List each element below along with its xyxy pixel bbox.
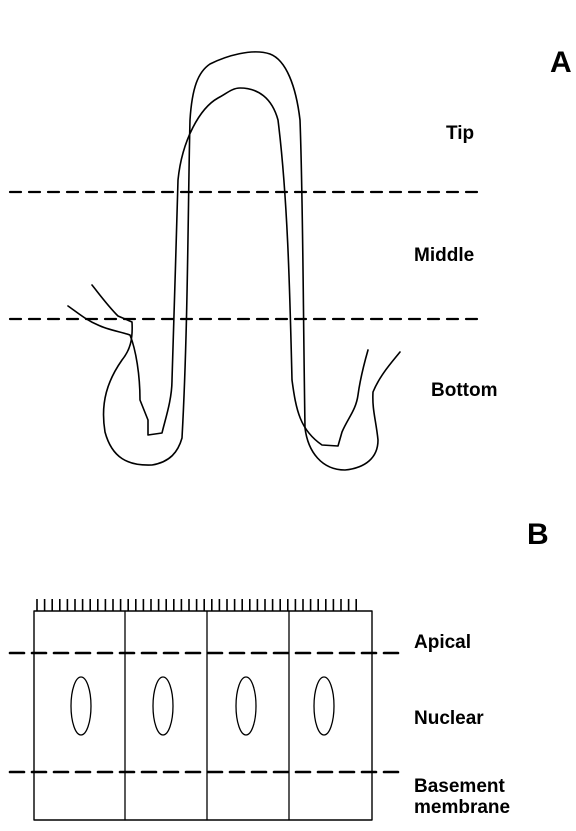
middle-label: Middle xyxy=(414,246,474,265)
panel-b-letter: B xyxy=(527,520,549,550)
nucleus-1 xyxy=(71,677,91,735)
epithelium-outline xyxy=(34,611,372,820)
nucleus-2 xyxy=(153,677,173,735)
basement-membrane-label: Basement membrane xyxy=(414,776,554,818)
panel-a-letter: A xyxy=(550,48,572,78)
microvilli-brush-border xyxy=(37,599,356,611)
nucleus-4 xyxy=(314,677,334,735)
tip-label: Tip xyxy=(446,124,474,143)
nucleus-3 xyxy=(236,677,256,735)
villus-inner-outline xyxy=(68,88,368,446)
apical-label: Apical xyxy=(414,633,471,652)
basement-label-line1: Basement xyxy=(414,776,505,797)
bottom-label: Bottom xyxy=(431,381,497,400)
basement-label-line2: membrane xyxy=(414,797,510,818)
nuclear-label: Nuclear xyxy=(414,709,484,728)
